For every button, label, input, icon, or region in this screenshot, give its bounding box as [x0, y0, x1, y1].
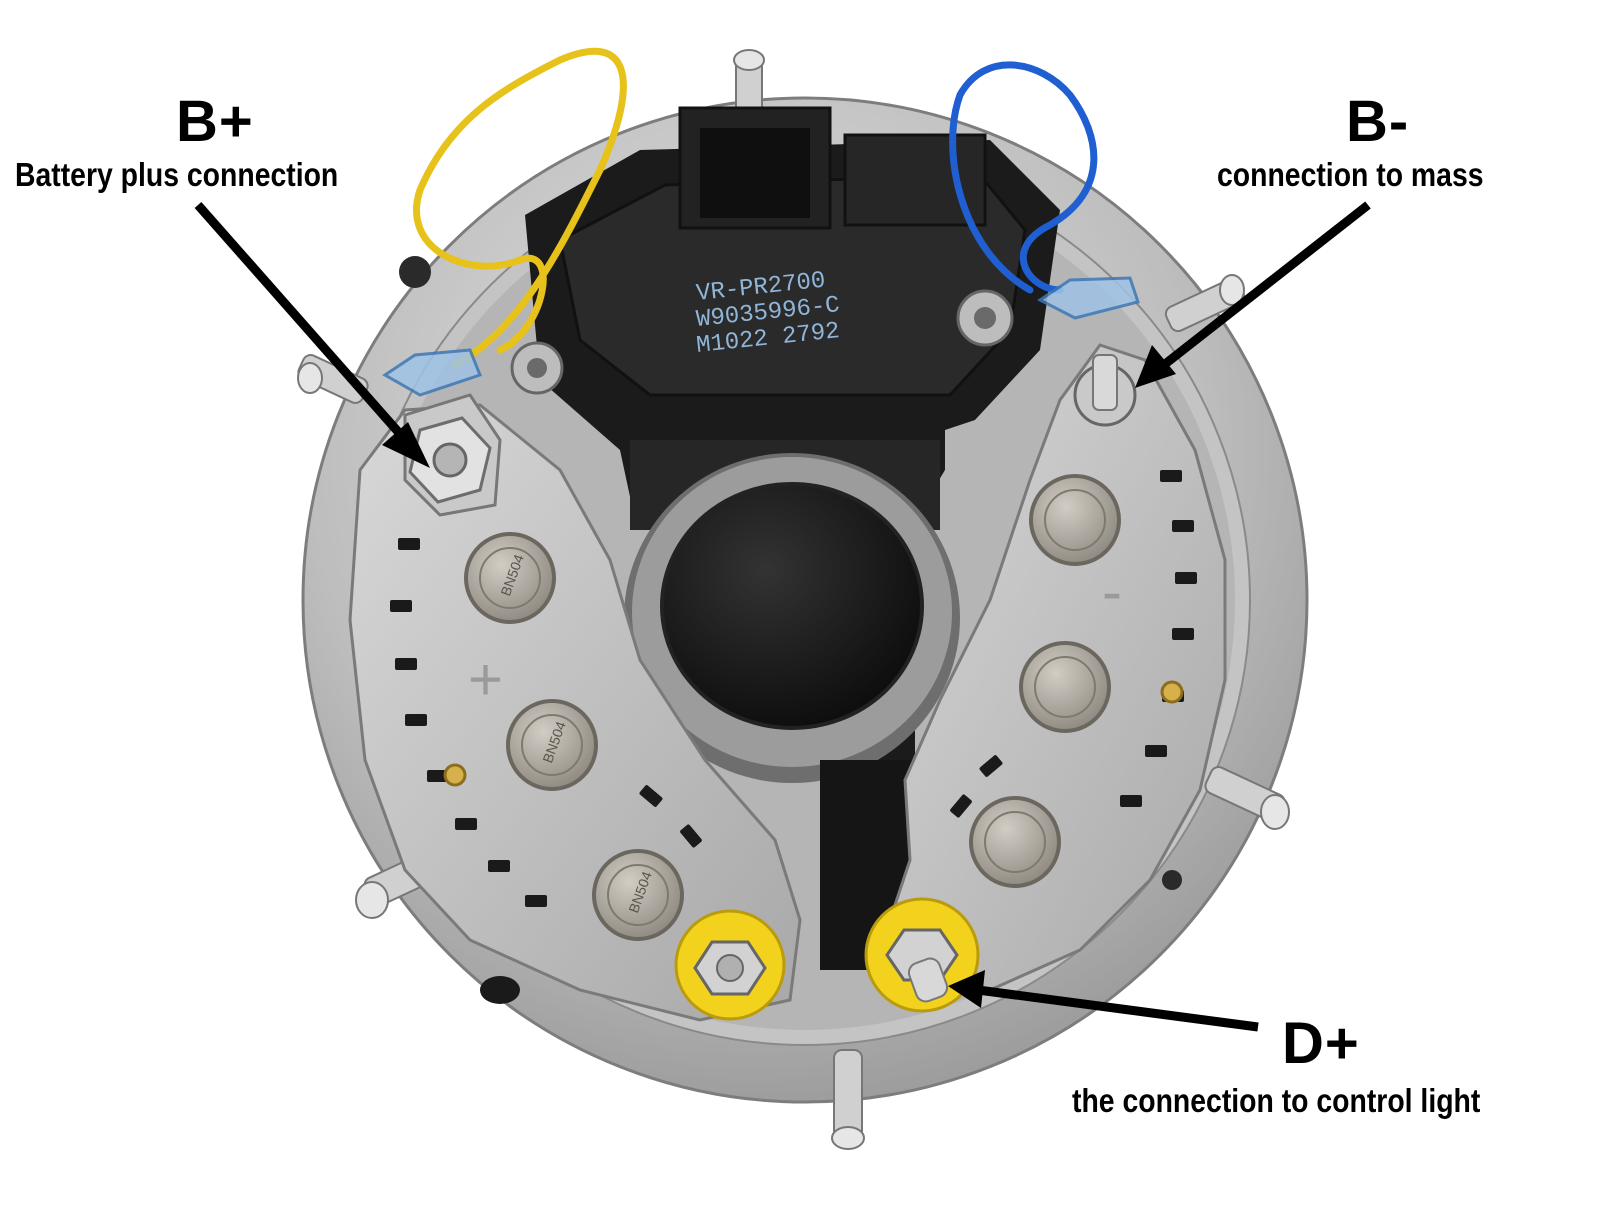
diodes: BN504 BN504 BN504: [464, 474, 1121, 941]
diode: BN504: [592, 849, 684, 941]
annotation-arrows: [194, 201, 1371, 1032]
d-plus-arrow-shaft: [977, 985, 1259, 1032]
diode: BN504: [464, 532, 556, 624]
b-plus-terminal: [403, 393, 502, 517]
plus-mark: +: [468, 646, 503, 713]
diode: [969, 796, 1061, 888]
diode: [1019, 641, 1111, 733]
yellow-wire: [382, 47, 627, 397]
d-plus-terminals: [674, 897, 980, 1021]
d-plus-description: the connection to control light: [1072, 1082, 1481, 1119]
b-plus-arrowhead: [382, 422, 430, 468]
d-plus-terminal-label: D+: [1282, 1011, 1360, 1076]
b-plus-description: Battery plus connection: [15, 156, 339, 193]
blue-wire: [949, 61, 1140, 320]
d-plus-arrowhead: [948, 970, 985, 1008]
diode: [1029, 474, 1121, 566]
minus-mark: -: [1102, 558, 1122, 625]
b-minus-arrow-shaft: [1157, 201, 1371, 372]
b-minus-description: connection to mass: [1217, 156, 1484, 193]
b-minus-arrowhead: [1135, 345, 1176, 388]
diode: BN504: [506, 699, 598, 791]
b-minus-terminal-label: B-: [1346, 89, 1410, 154]
b-minus-terminal: [1073, 354, 1137, 427]
b-plus-arrow-shaft: [194, 202, 412, 446]
b-plus-terminal-label: B+: [176, 89, 254, 154]
brush-holder-cap: [624, 453, 960, 783]
